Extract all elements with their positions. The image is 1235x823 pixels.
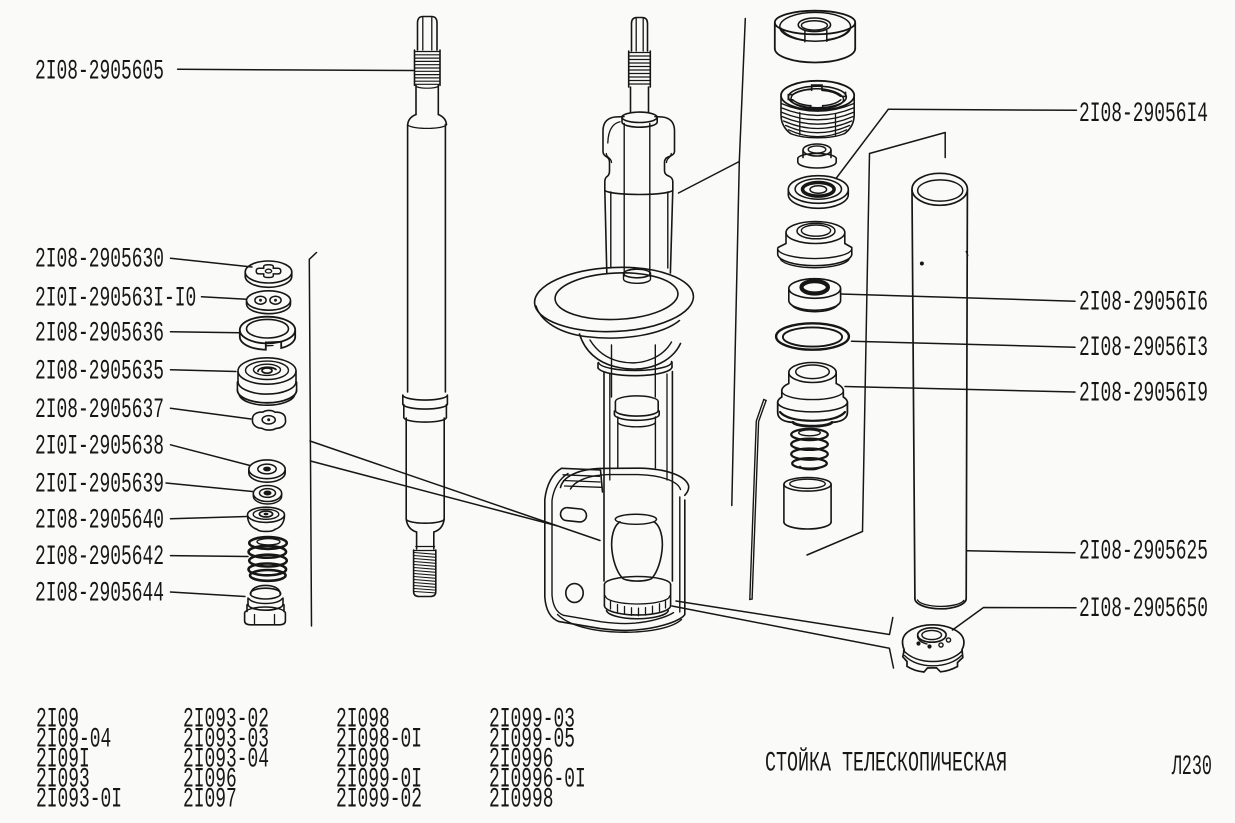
svg-text:2I08-2905605: 2I08-2905605 [35,56,164,88]
svg-text:2I08-2905636: 2I08-2905636 [35,318,164,350]
svg-text:2I09I: 2I09I [36,744,90,776]
svg-text:2I08-29056I9: 2I08-29056I9 [1079,378,1208,410]
svg-text:2I08-2905650: 2I08-2905650 [1079,593,1208,625]
svg-text:2I08-2905630: 2I08-2905630 [35,244,164,276]
svg-text:2I0996: 2I0996 [489,744,554,776]
svg-text:2I098: 2I098 [336,704,390,736]
svg-text:2I09-04: 2I09-04 [36,724,111,756]
svg-text:2I08-2905640: 2I08-2905640 [35,505,164,537]
svg-text:2I099: 2I099 [336,744,390,776]
svg-text:2I0996-0I: 2I0996-0I [489,764,586,796]
svg-text:СТОЙКА ТЕЛЕСКОПИЧЕСКАЯ: СТОЙКА ТЕЛЕСКОПИЧЕСКАЯ [765,747,1007,780]
svg-text:2I093-0I: 2I093-0I [36,784,122,816]
svg-text:2I097: 2I097 [183,784,237,816]
svg-text:2I0I-290563I-I0: 2I0I-290563I-I0 [35,283,196,315]
svg-text:2I08-2905644: 2I08-2905644 [35,578,164,610]
svg-text:2I08-29056I3: 2I08-29056I3 [1079,332,1208,364]
svg-text:2I099-02: 2I099-02 [336,784,422,816]
svg-text:2I08-29056I6: 2I08-29056I6 [1079,287,1208,319]
svg-text:2I0998: 2I0998 [489,784,554,816]
svg-text:2I099-05: 2I099-05 [489,724,575,756]
svg-text:2I093-04: 2I093-04 [183,744,269,776]
svg-text:2I08-2905625: 2I08-2905625 [1079,536,1208,568]
svg-text:2I098-0I: 2I098-0I [336,724,422,756]
svg-text:2I0I-2905638: 2I0I-2905638 [35,431,164,463]
svg-text:2I09: 2I09 [36,704,79,736]
svg-text:2I093-03: 2I093-03 [183,724,269,756]
svg-text:2I096: 2I096 [183,764,237,796]
svg-text:Л230: Л230 [1171,751,1212,783]
svg-text:2I093: 2I093 [36,764,90,796]
svg-text:2I093-02: 2I093-02 [183,704,269,736]
svg-text:2I099-0I: 2I099-0I [336,764,422,796]
svg-text:2I08-2905635: 2I08-2905635 [35,356,164,388]
svg-text:2I099-03: 2I099-03 [489,704,575,736]
svg-text:2I0I-2905639: 2I0I-2905639 [35,469,164,501]
svg-text:2I08-2905637: 2I08-2905637 [35,394,164,426]
svg-text:2I08-29056I4: 2I08-29056I4 [1079,98,1208,130]
svg-text:2I08-2905642: 2I08-2905642 [35,541,164,573]
